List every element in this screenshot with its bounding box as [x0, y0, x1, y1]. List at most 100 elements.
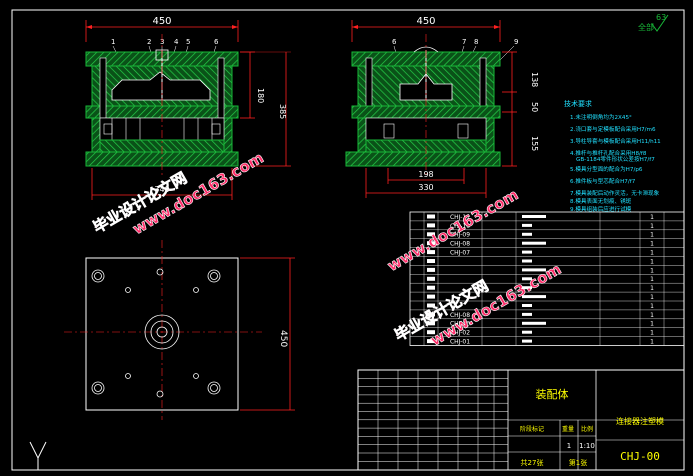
front-width-dim: 450 — [152, 16, 171, 27]
plan-view[interactable]: 450 — [64, 240, 295, 420]
quantity: 1 — [567, 442, 571, 450]
tech-note-9: 9.模具组装后应进行试模 — [570, 205, 632, 213]
bom-qty: 1 — [650, 258, 654, 265]
bom-part-name-glyph — [522, 312, 532, 316]
bom-part-name-glyph — [522, 295, 546, 299]
bom-part-name-glyph — [522, 321, 546, 325]
bom-row-marker — [427, 276, 435, 281]
bom-qty: 1 — [650, 312, 654, 319]
total-sheets: 共27张 — [521, 458, 544, 467]
svg-text:5: 5 — [186, 38, 190, 46]
drawing-name: 装配体 — [536, 387, 569, 401]
bom-qty: 1 — [650, 285, 654, 292]
svg-text:8: 8 — [474, 38, 478, 46]
front-view[interactable]: 450 1 2 3 4 5 6 — [85, 16, 291, 200]
bom-row-marker — [427, 321, 435, 326]
bom-row-marker — [427, 232, 435, 237]
svg-text:2: 2 — [147, 38, 151, 46]
svg-text:6: 6 — [214, 38, 219, 46]
tech-note-4: 4.推杆与推杆孔配合采用H8/f8 — [570, 149, 647, 157]
bom-part-code: CHJ-07 — [450, 250, 470, 257]
tech-note-8: 8.模具表面无划痕、锈斑 — [570, 197, 632, 205]
stage-mark-label: 阶段标记 — [520, 425, 544, 433]
plan-height-dim: 450 — [278, 330, 288, 347]
bom-part-code: CHJ-02 — [450, 330, 470, 337]
bom-row: 1 — [427, 285, 654, 292]
bom-row: 1 — [427, 267, 654, 274]
bom-part-code: CHJ-09 — [450, 232, 470, 239]
bom-row-marker — [427, 303, 435, 308]
bom-row: CHJ-06 1 — [427, 321, 654, 328]
bom-part-name-glyph — [522, 268, 546, 272]
bom-qty: 1 — [650, 250, 654, 257]
drawing-number: CHJ-00 — [620, 450, 660, 463]
bom-qty: 1 — [650, 232, 654, 239]
tech-note-6: 6.推件板与型芯配合H7/f7 — [570, 177, 636, 185]
bom-part-code: CHJ-06 — [450, 321, 470, 328]
bom-qty: 1 — [650, 214, 654, 221]
tech-note-5: 5.模具分型面的配合为H7/p6 — [570, 165, 643, 173]
bom-qty: 1 — [650, 276, 654, 283]
sheet-number: 第1张 — [569, 458, 587, 467]
side-dim-50: 50 — [530, 102, 539, 112]
bom-part-code: CHJ-11 — [450, 214, 470, 221]
bom-row: CHJ-07 1 — [427, 250, 654, 257]
tech-note-3: 3.导柱导套与模板配合采用H11/h11 — [570, 137, 661, 145]
bom-row-marker — [427, 259, 435, 263]
scale-value: 1:10 — [579, 442, 595, 450]
bom-qty: 1 — [650, 241, 654, 248]
bom-row: CHJ-08 1 — [427, 241, 654, 248]
side-dim-155: 155 — [530, 136, 539, 151]
side-dim-138: 138 — [530, 72, 539, 87]
bom-row: CHJ-01 1 — [427, 339, 654, 346]
bom-part-name-glyph — [522, 223, 532, 227]
bom-qty: 1 — [650, 294, 654, 301]
bom-row-marker — [427, 312, 435, 317]
bom-row-marker — [427, 285, 435, 290]
bom-part-code: CHJ-01 — [450, 339, 470, 346]
front-dim-385: 385 — [278, 104, 287, 119]
bom-row-marker — [427, 294, 435, 299]
tech-notes-title: 技术要求 — [564, 99, 592, 108]
bom-part-name-glyph — [522, 286, 532, 290]
watermark-site-2: www.doc163.com — [384, 185, 521, 275]
bom-qty: 1 — [650, 339, 654, 346]
bom-qty: 1 — [650, 303, 654, 310]
product-name: 连接器注塑模 — [616, 416, 664, 426]
side-bottom-dim-198: 198 — [418, 170, 433, 179]
side-view[interactable]: 450 6 7 8 9 138 5 — [345, 16, 539, 198]
bom-part-name-glyph — [522, 232, 532, 236]
bom-part-name-glyph — [522, 330, 532, 334]
bom-part-code: CHJ-08 — [450, 241, 470, 248]
svg-text:1: 1 — [111, 38, 115, 46]
bom-part-name-glyph — [522, 215, 546, 218]
bom-qty: 1 — [650, 223, 654, 230]
front-dim-180: 180 — [256, 88, 265, 103]
weight-label: 重量 — [562, 425, 574, 433]
bom-row-marker — [427, 339, 435, 344]
bom-row-marker — [427, 241, 435, 246]
surface-roughness-symbol: 全部 63 — [638, 13, 669, 32]
bom-row-marker — [427, 267, 435, 272]
bom-row-marker — [427, 223, 435, 228]
bom-part-name-glyph — [522, 250, 532, 254]
bom-row: 1 — [427, 303, 654, 310]
svg-text:4: 4 — [174, 38, 179, 46]
tech-note-2: 2.浇口套与定模板配合采用H7/m6 — [570, 125, 656, 133]
svg-text:9: 9 — [514, 38, 518, 46]
bom-row: 1 — [427, 294, 654, 301]
bom-qty: 1 — [650, 321, 654, 328]
bom-part-code: CHJ-08 — [450, 312, 470, 319]
roughness-value: 63 — [656, 13, 666, 22]
bom-part-name-glyph — [522, 259, 532, 263]
bom-row: CHJ-11 1 — [427, 214, 654, 221]
bom-row: 1 — [427, 258, 654, 265]
side-width-dim: 450 — [416, 16, 435, 27]
bom-row: 1 — [427, 276, 654, 283]
front-bottom-dim: 340 — [154, 185, 169, 194]
ucs-axis-icon — [29, 441, 47, 470]
bom-row-marker — [427, 330, 435, 335]
bom-part-name-glyph — [522, 339, 532, 343]
